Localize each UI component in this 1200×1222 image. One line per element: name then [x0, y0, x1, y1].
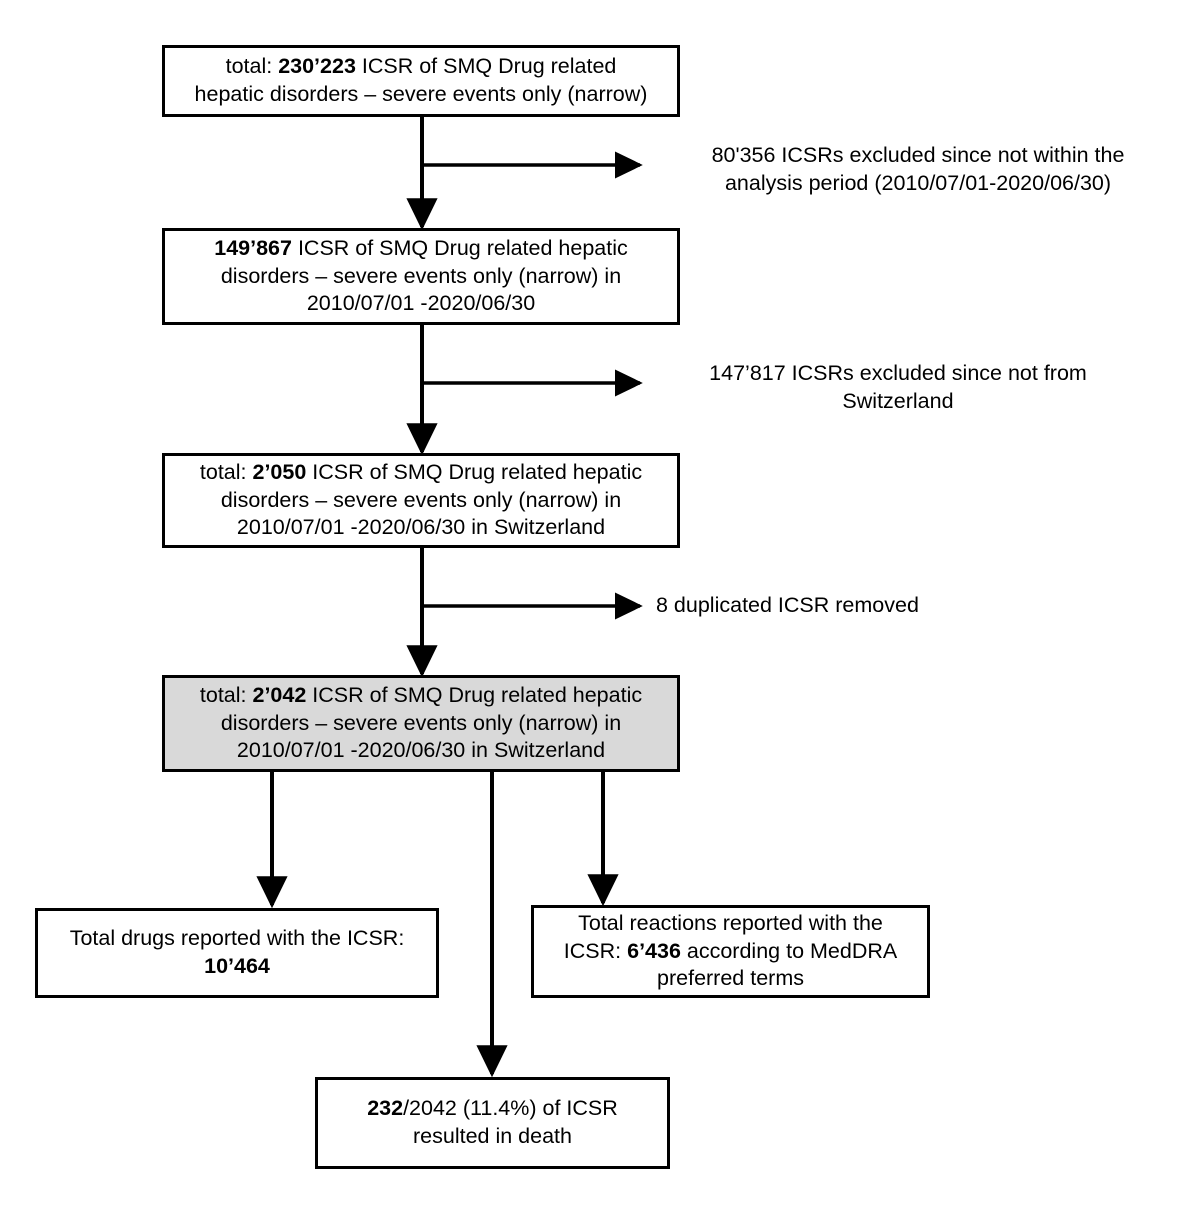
label-excluded-period: 80'356 ICSRs excluded since not within t…	[648, 142, 1188, 198]
value-total-drugs: 10’464	[204, 954, 270, 978]
node-deduplicated-line1: total: 2’042 ICSR of SMQ Drug related he…	[199, 682, 643, 707]
node-total-drugs-line1: Total drugs reported with the ICSR:	[69, 926, 405, 951]
value-total-initial: 230’223	[278, 54, 356, 79]
node-total-reactions: Total reactions reported with the ICSR: …	[531, 905, 930, 998]
node-total-reactions-line3: preferred terms	[657, 966, 804, 991]
node-within-period: 149’867 ICSR of SMQ Drug related hepatic…	[162, 228, 680, 325]
node-deaths-line1: 232/2042 (11.4%) of ICSR	[367, 1096, 618, 1121]
value-deduplicated: 2’042	[252, 682, 307, 707]
node-switzerland-line1: total: 2’050 ICSR of SMQ Drug related he…	[199, 459, 643, 484]
node-deduplicated-line2: disorders – severe events only (narrow) …	[220, 710, 622, 735]
node-total-reactions-line2: ICSR: 6’436 according to MedDRA	[563, 938, 898, 963]
label-excluded-country-line2: Switzerland	[842, 388, 954, 413]
node-deaths-line2: resulted in death	[413, 1124, 572, 1148]
node-total-reactions-line1: Total reactions reported with the	[578, 910, 883, 935]
label-excluded-duplicates-line1: 8 duplicated ICSR removed	[656, 593, 919, 617]
node-switzerland: total: 2’050 ICSR of SMQ Drug related he…	[162, 453, 680, 548]
value-switzerland: 2’050	[252, 459, 307, 484]
value-deaths: 232	[367, 1096, 404, 1121]
node-within-period-line1: 149’867 ICSR of SMQ Drug related hepatic	[214, 235, 628, 260]
node-deduplicated: total: 2’042 ICSR of SMQ Drug related he…	[162, 675, 680, 772]
node-deaths: 232/2042 (11.4%) of ICSR resulted in dea…	[315, 1077, 670, 1169]
node-switzerland-line2: disorders – severe events only (narrow) …	[220, 487, 622, 512]
node-total-drugs: Total drugs reported with the ICSR: 10’4…	[35, 908, 439, 998]
value-within-period: 149’867	[214, 235, 292, 260]
value-total-reactions: 6’436	[627, 938, 681, 963]
label-excluded-period-line2: analysis period (2010/07/01-2020/06/30)	[724, 170, 1112, 195]
label-excluded-country-line1: 147’817 ICSRs excluded since not from	[709, 361, 1087, 385]
node-switzerland-line3: 2010/07/01 -2020/06/30 in Switzerland	[236, 515, 606, 540]
label-excluded-duplicates: 8 duplicated ICSR removed	[656, 592, 1096, 620]
node-total-initial-line2: hepatic disorders – severe events only (…	[194, 82, 648, 106]
node-deduplicated-line3: 2010/07/01 -2020/06/30 in Switzerland	[236, 738, 606, 763]
node-total-initial: total: 230’223 ICSR of SMQ Drug related …	[162, 45, 680, 117]
node-within-period-line2: disorders – severe events only (narrow) …	[220, 263, 622, 288]
label-excluded-period-line1: 80'356 ICSRs excluded since not within t…	[711, 143, 1125, 167]
node-total-drugs-line2: 10’464	[48, 953, 426, 981]
node-within-period-line3: 2010/07/01 -2020/06/30	[306, 291, 536, 316]
node-total-initial-line1: total: 230’223 ICSR of SMQ Drug related	[225, 54, 617, 79]
label-excluded-country: 147’817 ICSRs excluded since not from Sw…	[648, 360, 1148, 416]
